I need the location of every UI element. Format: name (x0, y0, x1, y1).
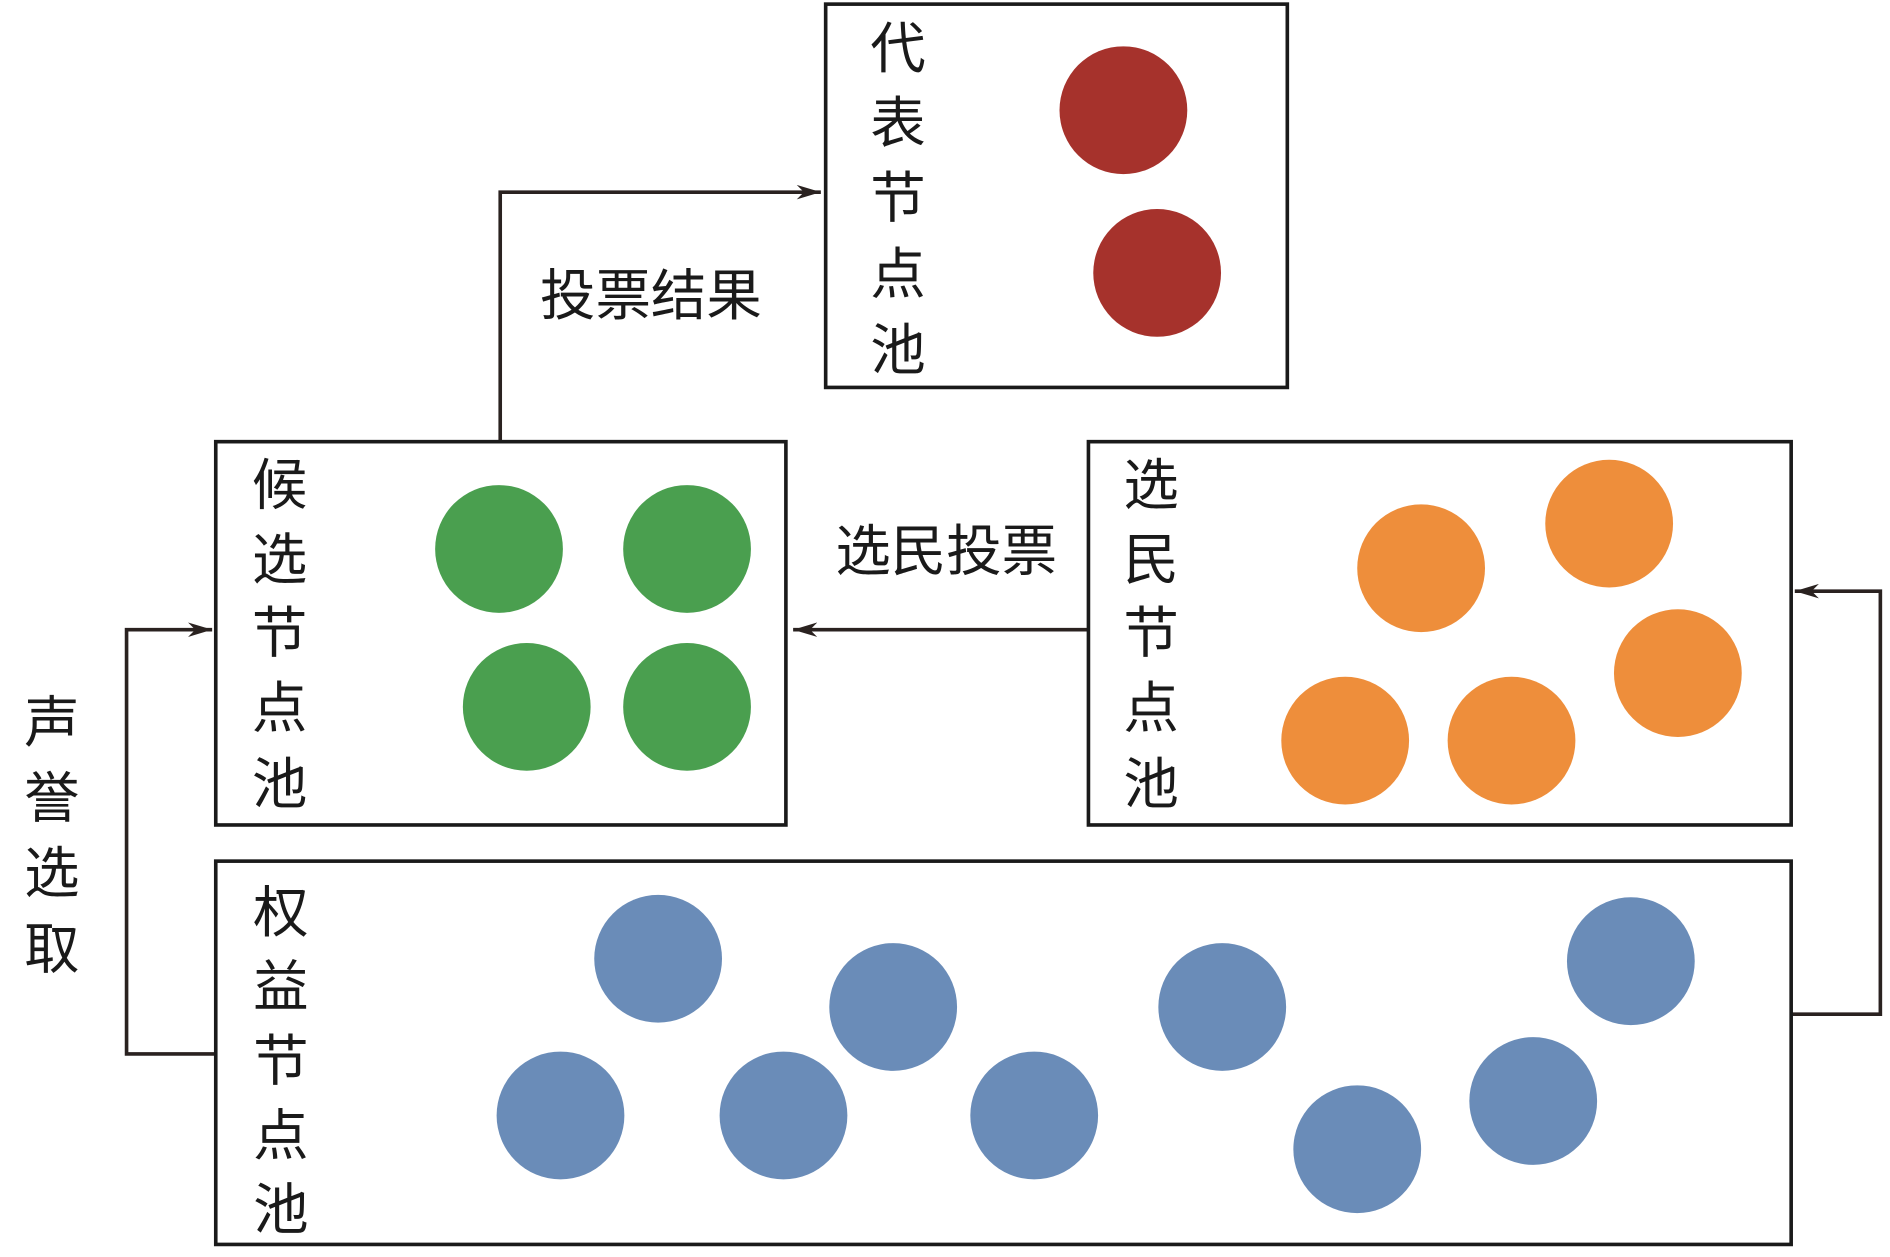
equity-node (1566, 897, 1695, 1026)
pool-label-char: 权 (253, 882, 308, 946)
voter-node (1545, 459, 1674, 588)
candidate-node-pool: 候 选 节 点 池 (213, 439, 788, 827)
candidate-node (623, 642, 751, 771)
equity-to-voter-arrow (1791, 583, 1883, 1017)
pool-label-char: 点 (870, 243, 925, 307)
pool-label-char: 候 (252, 454, 307, 518)
candidate-node (462, 642, 591, 771)
voter-node (1281, 676, 1410, 805)
equity-node (496, 1051, 625, 1180)
voter-vote-label: 选民投票 (835, 521, 1057, 585)
pool-label-char: 节 (870, 167, 925, 231)
vote-result-label: 投票结果 (540, 265, 762, 329)
label-char: 声 (24, 692, 79, 756)
equity-node (970, 1051, 1099, 1180)
equity-node-pool: 权 益 节 点 池 (213, 859, 1793, 1247)
pool-label-char: 节 (253, 1031, 308, 1095)
voter-node-pool: 选 民 节 点 池 (1086, 439, 1793, 827)
voter-node (1447, 676, 1576, 805)
pool-label-char: 选 (252, 529, 307, 593)
representative-node-pool: 代 表 节 点 池 (823, 2, 1290, 390)
reputation-selection-arrow (124, 622, 216, 1056)
pool-label-char: 民 (1123, 529, 1178, 593)
pool-label-char: 池 (1123, 753, 1178, 817)
pool-label-char: 点 (252, 677, 307, 741)
candidate-node (623, 485, 751, 613)
voter-node (1613, 609, 1742, 737)
representative-node (1093, 209, 1222, 337)
equity-node (1158, 943, 1287, 1071)
voter-node (1357, 504, 1485, 633)
equity-node (1293, 1085, 1422, 1214)
pool-label-char: 表 (870, 93, 925, 157)
equity-node (719, 1051, 848, 1180)
pool-label-char: 池 (253, 1179, 308, 1243)
equity-node (594, 894, 723, 1023)
pool-label-char: 点 (253, 1105, 308, 1169)
representative-node (1059, 46, 1188, 175)
pool-label-char: 选 (1123, 454, 1178, 518)
equity-node (1469, 1037, 1598, 1165)
equity-node (829, 943, 958, 1071)
pool-label-char: 池 (870, 319, 925, 383)
pool-label-char: 池 (252, 753, 307, 817)
pool-label-char: 点 (1123, 677, 1178, 741)
label-char: 选 (24, 842, 79, 906)
pool-label-char: 代 (870, 18, 925, 82)
pool-label-char: 节 (252, 603, 307, 667)
label-char: 誉 (24, 768, 79, 832)
candidate-node (435, 485, 563, 613)
reputation-selection-label: 声 誉 选 取 (24, 692, 79, 983)
vote-result-arrow (498, 184, 821, 442)
label-char: 取 (24, 918, 79, 982)
pool-label-char: 节 (1123, 603, 1178, 667)
pool-label-char: 益 (253, 956, 308, 1020)
